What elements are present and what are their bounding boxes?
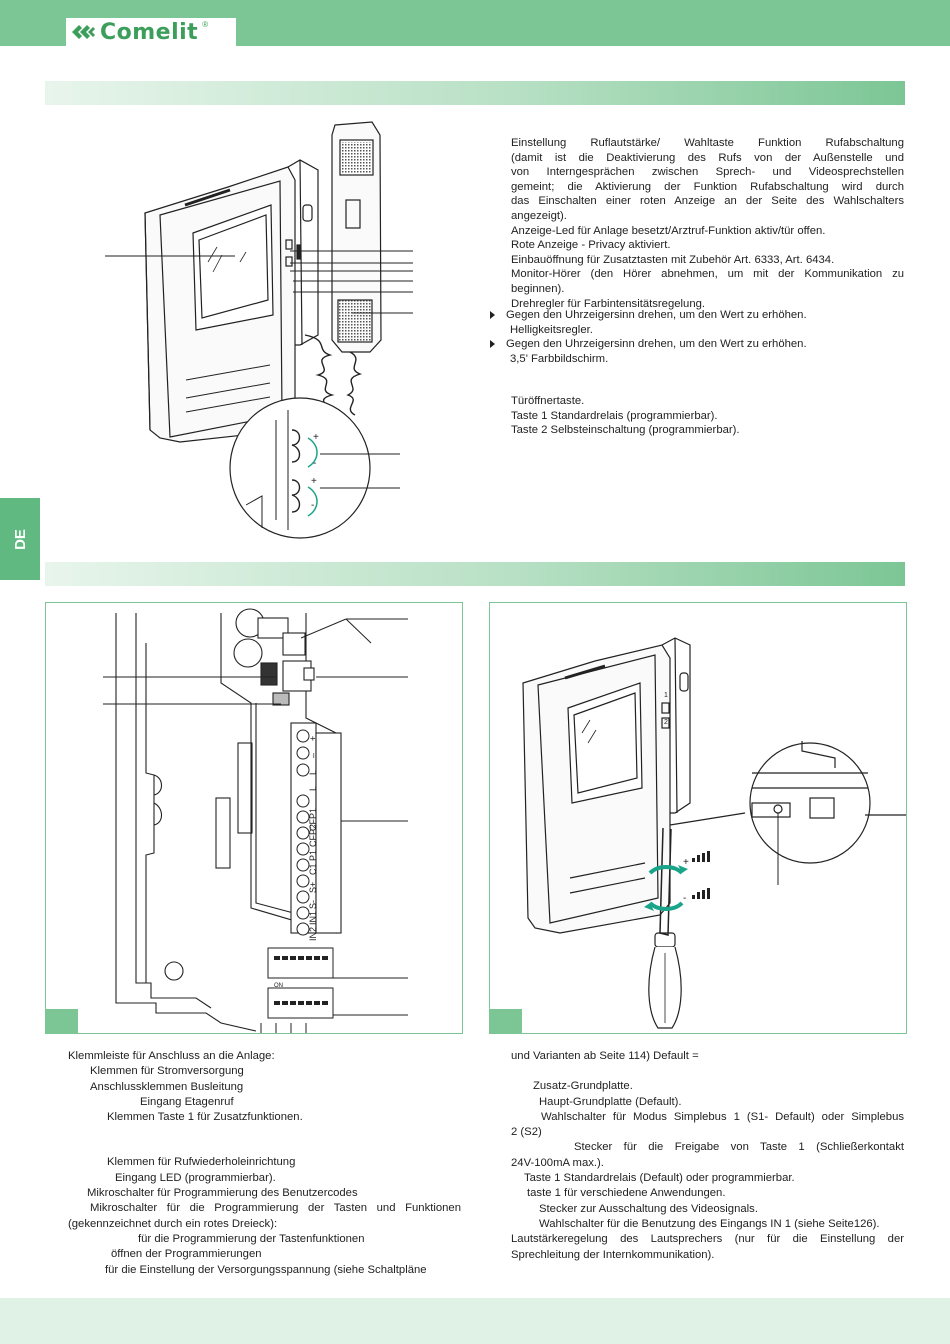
comelit-logo-mark-icon xyxy=(72,25,95,39)
legend-line: (gekennzeichnet durch ein rotes Dreieck)… xyxy=(68,1217,278,1230)
terminal-label: CFP2 xyxy=(308,824,318,847)
adjustment-figure: + - 1 2 xyxy=(489,602,907,1034)
desc-line: Anzeige-Led für Anlage besetzt/Arztruf-F… xyxy=(511,224,826,237)
section-band-middle xyxy=(45,562,905,586)
legend-line: Eingang Etagenruf xyxy=(140,1095,234,1108)
legend-line: Mikroschalter für Programmierung des Ben… xyxy=(87,1187,358,1200)
terminal-label: L xyxy=(308,786,318,791)
legend-line: Anschlussklemmen Busleitung xyxy=(90,1080,244,1093)
legend-line: Zusatz-Grundplatte. xyxy=(533,1080,633,1093)
svg-text:-: - xyxy=(313,458,316,469)
legend-line: für die Programmierung der Tastenfunktio… xyxy=(138,1232,365,1245)
legend-line: Lautstärkeregelung des Lautsprechers (nu… xyxy=(511,1233,904,1246)
desc-line: Monitor-Hörer (den Hörer abnehmen, um mi… xyxy=(511,268,904,281)
desc-line: (damit ist die Deaktivierung des Rufs vo… xyxy=(511,151,904,164)
svg-text:-: - xyxy=(683,893,686,904)
legend-line: öffnen der Programmierungen xyxy=(111,1248,262,1261)
desc-line: das Einschalten einer roten Anzeige an d… xyxy=(511,195,904,208)
legend-line: Klemmen für Rufwiederholeinrichtung xyxy=(107,1156,296,1169)
desc-line: Rote Anzeige - Privacy aktiviert. xyxy=(511,239,671,252)
legend-line: 2 (S2) xyxy=(511,1126,542,1139)
adjust-notes: Gegen den Uhrzeigersinn drehen, um den W… xyxy=(490,308,807,366)
terminal-label: IN2 xyxy=(308,927,318,941)
button-descriptions: Türöffnertaste. Taste 1 Standardrelais (… xyxy=(511,394,740,438)
button-line: Taste 1 Standardrelais (programmierbar). xyxy=(511,409,718,422)
figure-tag-left xyxy=(46,1009,78,1033)
brand-name: Comelit xyxy=(100,19,199,45)
legend-line: Sprechleitung der Internkommunikation). xyxy=(511,1248,715,1261)
desc-line: gemeint; die Aktivierung der Funktion Ru… xyxy=(511,180,904,193)
legend-line: und Varianten ab Seite 114) Default = xyxy=(511,1050,699,1062)
adjustment-drawing: + - 1 2 xyxy=(522,637,906,1029)
desc-line: Einstellung Ruflautstärke/ Wahltaste Fun… xyxy=(511,137,904,149)
desc-line: angezeigt). xyxy=(511,209,567,222)
terminal-board-drawing: + – L L CFP1 CFP2 P1 C1 S+ S- IN1 IN2 ON xyxy=(103,608,408,1033)
terminal-label: IN1 xyxy=(308,911,318,925)
terminal-label: P1 xyxy=(308,850,318,861)
figure-tag-right xyxy=(490,1009,522,1033)
monitor-device-drawing: + - + - xyxy=(105,121,413,539)
desc-line: Drehregler für Farbintensitätsregelung. xyxy=(511,297,706,310)
section-band-top xyxy=(45,81,905,105)
desc-line: beginnen). xyxy=(511,282,565,295)
legend-line: für die Einstellung der Versorgungsspann… xyxy=(105,1263,427,1276)
legend-line: Mikroschalter für die Programmierung der… xyxy=(90,1202,461,1215)
svg-text:-: - xyxy=(311,500,314,511)
legend-line: Klemmleiste für Anschluss an die Anlage: xyxy=(68,1050,275,1062)
terminal-description-left: Klemmleiste für Anschluss an die Anlage:… xyxy=(68,1049,461,1278)
legend-line: 24V-100mA max.). xyxy=(511,1156,604,1169)
legend-line: Stecker für die Freigabe von Taste 1 (Sc… xyxy=(574,1141,904,1154)
registered-mark: ® xyxy=(202,20,209,29)
comelit-logo: Comelit ® xyxy=(66,18,236,46)
dip-on-label: ON xyxy=(274,983,283,989)
terminal-label: S+ xyxy=(308,882,318,893)
footer-bar xyxy=(0,1298,950,1344)
desc-line: Helligkeitsregler. xyxy=(510,323,593,336)
legend-line: Haupt-Grundplatte (Default). xyxy=(539,1095,682,1108)
terminal-board-figure: + – L L CFP1 CFP2 P1 C1 S+ S- IN1 IN2 ON xyxy=(45,602,463,1034)
terminal-label: CFP1 xyxy=(308,808,318,831)
arrow-note: Gegen den Uhrzeigersinn drehen, um den W… xyxy=(490,338,807,351)
language-tab: DE xyxy=(0,498,40,580)
legend-line: Eingang LED (programmierbar). xyxy=(115,1171,276,1184)
button-line: Taste 2 Selbsteinschaltung (programmierb… xyxy=(511,424,740,437)
legend-line: Stecker zur Ausschaltung des Videosignal… xyxy=(539,1202,758,1215)
desc-line: Einbauöffnung für Zusatztasten mit Zubeh… xyxy=(511,253,835,266)
terminal-label: C1 xyxy=(308,863,318,875)
arrow-note: Gegen den Uhrzeigersinn drehen, um den W… xyxy=(490,309,807,321)
svg-text:+: + xyxy=(311,476,317,487)
legend-line: Klemmen für Stromversorgung xyxy=(90,1065,244,1078)
legend-line: Wahlschalter für die Benutzung des Einga… xyxy=(539,1217,880,1230)
legend-line: Klemmen Taste 1 für Zusatzfunktionen. xyxy=(107,1111,303,1124)
button-line: Türöffnertaste. xyxy=(511,395,585,407)
terminal-label: + xyxy=(308,736,318,741)
legend-line: taste 1 für verschiedene Anwendungen. xyxy=(527,1187,726,1200)
terminal-label: L xyxy=(308,770,318,775)
terminal-description-right: und Varianten ab Seite 114) Default = Zu… xyxy=(511,1049,904,1263)
desc-line: von Interngesprächen zwischen Sprech- un… xyxy=(511,166,904,179)
terminal-label: – xyxy=(308,753,318,758)
terminal-label: S- xyxy=(308,900,318,909)
button-label: 2 xyxy=(664,719,668,726)
desc-line: 3,5' Farbbildschirm. xyxy=(510,352,609,365)
svg-text:+: + xyxy=(683,857,689,868)
svg-text:+: + xyxy=(313,432,319,443)
button-label: 1 xyxy=(664,692,668,699)
legend-line: Wahlschalter für Modus Simplebus 1 (S1- … xyxy=(541,1110,904,1123)
header-bar: Comelit ® xyxy=(0,0,950,46)
top-description: Einstellung Ruflautstärke/ Wahltaste Fun… xyxy=(511,136,904,311)
legend-line: Taste 1 Standardrelais (Default) oder pr… xyxy=(524,1172,795,1185)
